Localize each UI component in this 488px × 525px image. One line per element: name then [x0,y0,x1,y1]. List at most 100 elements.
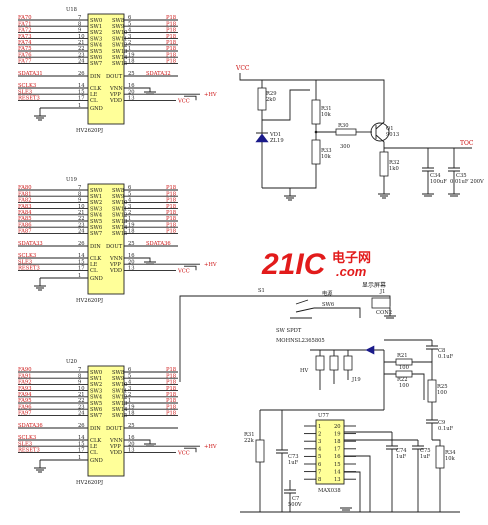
pin-name: LE [90,92,97,98]
pin-number: 10 [78,204,85,210]
pin-name: SW9 [112,24,124,30]
pin-name: LE [90,444,97,450]
chip-body [87,13,125,125]
q1-transistor [370,122,390,142]
c8-ref: C8 [438,348,445,354]
vd1-ref: VD1 [269,132,281,138]
pin-name: SW13 [112,401,128,407]
pin-number: 7 [78,15,81,21]
pin-name: GND [90,276,103,282]
u77-pin-left: 6 [318,462,321,468]
pin-number: 19 [128,52,135,58]
u77-pin-right: 14 [334,469,341,475]
pin-name: SW14 [112,225,128,231]
net-label: FA92 [18,380,32,386]
r32-ref: R32 [389,160,400,166]
pin-number: 20 [128,259,135,265]
pin-number: 1 [128,216,131,222]
pin-name: VNN [109,86,123,92]
pin-number: 3 [128,204,131,210]
net-label: P18 [166,411,176,417]
pin-number: 18 [128,411,135,417]
pin-name: SW3 [90,36,102,42]
pin-name: VNN [109,256,123,262]
u77-pin-left: 7 [318,469,321,475]
pin-number: 21 [78,40,85,46]
vdd-net: VCC [177,98,190,104]
pin-number: 26 [78,71,85,77]
c75-capacitor [412,440,424,512]
net-label: P18 [166,222,176,228]
net-label: P18 [166,52,176,58]
pin-name: SW15 [112,413,128,419]
r30-ref: R30 [338,123,349,129]
pin-number: 20 [128,89,135,95]
net-label: P18 [166,398,176,404]
net-label: P18 [166,216,176,222]
pin-name: SW14 [112,55,128,61]
r21-ref: R21 [397,353,408,359]
pin-name: SW6 [90,407,102,413]
pin-number: 2 [128,392,131,398]
net-label: P18 [166,373,176,379]
net-label: FA70 [18,15,32,21]
net-label: FA71 [18,21,32,27]
rd-value: 22k [244,438,255,444]
c7-capacitor [284,480,296,512]
pin-number: 15 [78,89,85,95]
net-label: FA97 [18,411,32,417]
pin-number: 16 [128,253,135,259]
r30-value: 300 [340,144,350,150]
rd-ref: R31 [244,432,255,438]
c9-capacitor [426,416,438,440]
pin-name: SW6 [90,55,102,61]
r33-resistor [311,139,321,165]
pin-number: 25 [128,423,135,429]
pin-number: 26 [78,241,85,247]
pin-name: SW1 [90,24,102,30]
pin-number: 9 [78,198,81,204]
pin-name: SW8 [112,188,124,194]
pin-number: 23 [78,222,85,228]
net-label: P18 [166,404,176,410]
hv-supply-circuit: VCC R29 2k0 VD1 ZL19 R31 10k R33 10k R30… [235,65,484,201]
ctrl-net: SCLK3 [18,253,36,259]
pin-number: 3 [128,34,131,40]
r29-resistor [257,87,267,111]
pin-name: VPP [109,262,121,268]
c7-ref: C7 [292,496,299,502]
pin-name: SW11 [112,206,128,212]
c35-ref: C35 [456,173,467,179]
pin-number: 19 [128,404,135,410]
pin-number: 15 [78,259,85,265]
pin-name: GND [90,458,103,464]
r34-ref: R34 [445,450,456,456]
net-label: P18 [166,204,176,210]
c9-ref: C9 [438,420,445,426]
u77-pin-right: 19 [334,431,341,437]
pin-name: VDD [109,450,122,456]
pin-name: SW2 [90,382,102,388]
pin-name: DOUT [106,244,123,250]
pin-number: 7 [78,367,81,373]
net-label: P18 [166,34,176,40]
diode-net-label: J19 [351,377,361,383]
pin-number: 14 [78,435,85,441]
u77-pin-right: 15 [334,462,341,468]
pwr-tee [184,95,197,101]
net-label: P18 [166,40,176,46]
pin-number: 16 [128,435,135,441]
pin-number: 23 [78,404,85,410]
watermark-logo: 21IC 电子网 .com [261,248,371,281]
s1-ref: S1 [258,288,265,294]
pin-name: SW11 [112,36,128,42]
watermark-url: .com [336,264,367,279]
net-label: FA80 [18,185,32,191]
pin-number: 18 [128,59,135,65]
pin-number: 1 [78,103,81,109]
pin-number: 10 [78,386,85,392]
pin-name: DIN [90,426,101,432]
vdd-net: VCC [177,450,190,456]
